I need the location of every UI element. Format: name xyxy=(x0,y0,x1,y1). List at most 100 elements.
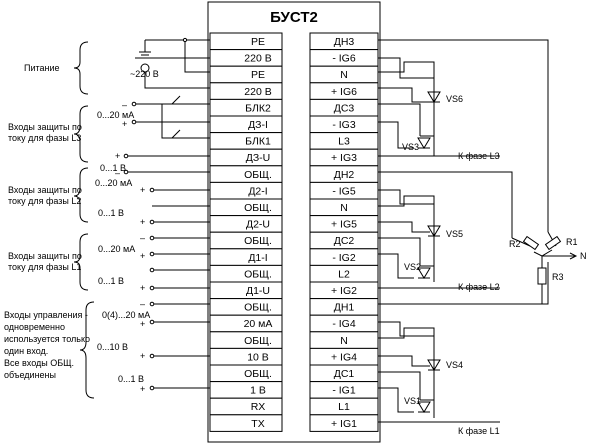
right-pin-label: + IG5 xyxy=(331,219,357,231)
l3-v-plus: + xyxy=(115,151,120,161)
left-pin-label: 220 В xyxy=(244,86,271,98)
l1-label-line2: току для фазы L1 xyxy=(8,262,81,272)
left-pin-label: 10 В xyxy=(247,351,269,363)
right-pin-label: - IG3 xyxy=(332,119,355,131)
control-label-line5: Все входы ОБЩ. xyxy=(4,358,74,368)
left-pin-label: RX xyxy=(251,401,266,413)
control-ma-range: 0(4)...20 мА xyxy=(102,310,150,320)
left-pin-box xyxy=(209,181,283,200)
left-pin-label: 220 В xyxy=(244,53,271,65)
left-pin-box xyxy=(209,115,283,134)
power-group: Питание ~220 В xyxy=(24,37,210,95)
control-ma-plus: + xyxy=(140,319,145,329)
right-pin-label: + IG6 xyxy=(331,86,357,98)
vs2-label: VS2 xyxy=(404,262,421,272)
right-pin-label: ДН1 xyxy=(334,302,355,314)
right-pin-label: + IG1 xyxy=(331,418,357,430)
vs1-label: VS1 xyxy=(404,396,421,406)
left-pin-label: PE xyxy=(251,69,265,81)
left-pin-box xyxy=(209,397,283,416)
left-pin-label: БЛК1 xyxy=(245,136,271,148)
control-minus: – xyxy=(140,299,145,309)
left-pin-label: Д1-I xyxy=(248,252,267,264)
right-pin-box xyxy=(309,414,379,432)
right-pin-label: + IG2 xyxy=(331,285,357,297)
right-pin-label: L2 xyxy=(338,268,350,280)
l2-ma-range: 0...20 мА xyxy=(95,178,132,188)
neutral-label: N xyxy=(580,251,587,261)
vs5-thyristor xyxy=(427,225,441,237)
left-pin-label: Д2-I xyxy=(248,185,267,197)
control-v1-plus: + xyxy=(140,384,145,394)
vs3-label: VS3 xyxy=(402,142,419,152)
left-pin-label: ОБЩ. xyxy=(244,368,272,380)
right-pin-label: ДС3 xyxy=(334,102,355,114)
vs6-label: VS6 xyxy=(446,94,463,104)
vs6-thyristor xyxy=(427,91,441,103)
left-pin-label: ОБЩ. xyxy=(244,235,272,247)
control-label-line6: объединены xyxy=(4,370,56,380)
r3-resistor xyxy=(537,267,547,285)
left-pin-label: ДЗ-U xyxy=(246,152,271,164)
right-pin-label: + IG4 xyxy=(331,351,357,363)
right-pin-label: ДН3 xyxy=(334,36,355,48)
control-v10-range: 0...10 В xyxy=(97,342,128,352)
left-pin-label: PE xyxy=(251,36,265,48)
right-pin-label: - IG1 xyxy=(332,385,355,397)
l2-label-line1: Входы защиты по xyxy=(8,185,82,195)
right-pin-label: - IG6 xyxy=(332,53,355,65)
right-circuit: VS6 VS3 К фазе L3 VS5 VS2 К фазе L2 VS4 … xyxy=(378,39,587,436)
right-pin-label: N xyxy=(340,335,348,347)
left-pin-box xyxy=(209,347,283,366)
l3-group: Входы защиты по току для фазы L3 0...20 … xyxy=(8,95,210,173)
l3-label-line1: Входы защиты по xyxy=(8,122,82,132)
right-pin-label: N xyxy=(340,69,348,81)
left-pin-label: Д1-U xyxy=(246,285,270,297)
l2-v-plus: + xyxy=(140,217,145,227)
left-pin-box xyxy=(209,65,283,84)
left-pin-label: ОБЩ. xyxy=(244,169,272,181)
right-pin-label: L3 xyxy=(338,136,350,148)
vs3-thyristor xyxy=(417,137,431,149)
right-pin-label: N xyxy=(340,202,348,214)
left-pin-label: ОБЩ. xyxy=(244,202,272,214)
right-pin-label: - IG4 xyxy=(332,318,355,330)
left-pin-label: БЛК2 xyxy=(245,102,271,114)
control-label-line3: используется только xyxy=(4,334,90,344)
l1-group: Входы защиты по току для фазы L1 – 0...2… xyxy=(8,233,210,293)
right-pin-label: + IG3 xyxy=(331,152,357,164)
vs1-thyristor xyxy=(417,401,431,413)
control-v1-range: 0...1 В xyxy=(118,374,144,384)
phase-l3-label: К фазе L3 xyxy=(458,151,500,161)
left-pin-label: 20 мА xyxy=(244,318,273,330)
control-label-line4: один вход. xyxy=(4,346,48,356)
right-pin-label: - IG5 xyxy=(332,185,355,197)
r3-label: R3 xyxy=(552,272,564,282)
phase-l2-label: К фазе L2 xyxy=(458,282,500,292)
left-pin-label: ОБЩ. xyxy=(244,302,272,314)
control-label-line2: одновременно xyxy=(4,322,65,332)
right-pin-label: L1 xyxy=(338,401,350,413)
l3-v-range: 0...1 В xyxy=(100,163,126,173)
left-pin-label: 1 В xyxy=(250,385,266,397)
control-v10-plus: + xyxy=(140,351,145,361)
left-pin-box xyxy=(209,32,283,51)
left-pin-box xyxy=(209,414,283,432)
vs5-label: VS5 xyxy=(446,229,463,239)
r2-resistor xyxy=(522,235,540,251)
r1-label: R1 xyxy=(566,237,578,247)
left-pin-label: ДЗ-I xyxy=(248,119,268,131)
phase-l1-label: К фазе L1 xyxy=(458,426,500,436)
right-pin-label: - IG2 xyxy=(332,252,355,264)
l2-v-minus: – xyxy=(115,168,120,178)
control-label-line1: Входы управления - xyxy=(4,310,88,320)
vs4-thyristor xyxy=(427,359,441,371)
l3-ma-minus: – xyxy=(122,100,127,110)
vs4-label: VS4 xyxy=(446,360,463,370)
l1-label-line1: Входы защиты по xyxy=(8,251,82,261)
right-pin-label: ДС2 xyxy=(334,235,355,247)
left-pin-label: TX xyxy=(251,418,264,430)
